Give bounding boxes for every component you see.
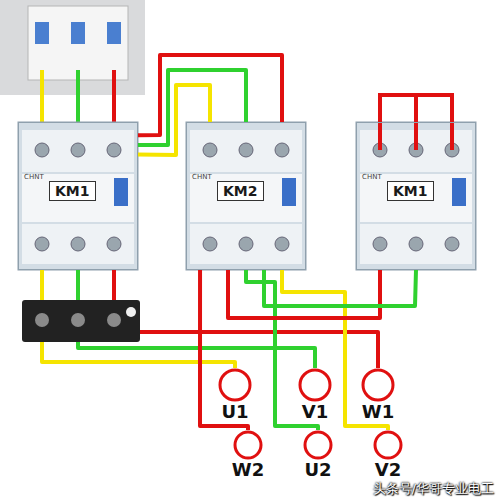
circuit-breaker bbox=[28, 6, 128, 80]
overload-relay bbox=[22, 300, 140, 342]
brand-mark: CHNT bbox=[362, 174, 382, 182]
wire bbox=[228, 270, 380, 318]
contactor: KM1 bbox=[356, 122, 476, 270]
terminal-label: U1 bbox=[215, 402, 255, 421]
terminal-ring bbox=[358, 368, 398, 402]
terminal-ring bbox=[215, 368, 255, 402]
terminal-ring bbox=[298, 430, 338, 460]
wire bbox=[138, 70, 246, 145]
terminal-ring bbox=[368, 430, 408, 460]
terminal-label: W1 bbox=[358, 402, 398, 421]
breaker-toggle bbox=[107, 22, 121, 44]
supply-wire bbox=[112, 70, 116, 124]
breaker-photo bbox=[0, 0, 145, 95]
terminal-label: W2 bbox=[228, 460, 268, 479]
supply-wire bbox=[40, 70, 44, 124]
contactor-body bbox=[18, 122, 138, 270]
motor-terminal: U1 bbox=[215, 368, 255, 421]
relay-terminal bbox=[35, 313, 49, 327]
relay-terminal bbox=[71, 313, 85, 327]
contactor-label: KM1 bbox=[49, 181, 96, 201]
terminal-ring bbox=[228, 430, 268, 460]
supply-wire bbox=[76, 70, 80, 124]
terminal-ring bbox=[295, 368, 335, 402]
motor-terminal: V2 bbox=[368, 430, 408, 479]
breaker-toggle bbox=[35, 22, 49, 44]
terminal-label: U2 bbox=[298, 460, 338, 479]
contactor: KM1 bbox=[18, 122, 138, 270]
contactor-label: KM2 bbox=[217, 181, 264, 201]
contactor-body bbox=[186, 122, 306, 270]
breaker-toggle bbox=[71, 22, 85, 44]
contactor-label: KM1 bbox=[387, 181, 434, 201]
relay-terminal bbox=[107, 313, 121, 327]
motor-terminal: V1 bbox=[295, 368, 335, 421]
contactor: KM2 bbox=[186, 122, 306, 270]
terminal-label: V2 bbox=[368, 460, 408, 479]
wire bbox=[138, 85, 210, 155]
terminal-label: V1 bbox=[295, 402, 335, 421]
motor-terminal: W1 bbox=[358, 368, 398, 421]
wire bbox=[264, 270, 416, 306]
brand-mark: CHNT bbox=[192, 174, 212, 182]
brand-mark: CHNT bbox=[24, 174, 44, 182]
motor-terminal: U2 bbox=[298, 430, 338, 479]
relay-dial bbox=[126, 307, 136, 317]
motor-terminal: W2 bbox=[228, 430, 268, 479]
watermark: 头条号/华哥专业电工 bbox=[373, 482, 494, 496]
